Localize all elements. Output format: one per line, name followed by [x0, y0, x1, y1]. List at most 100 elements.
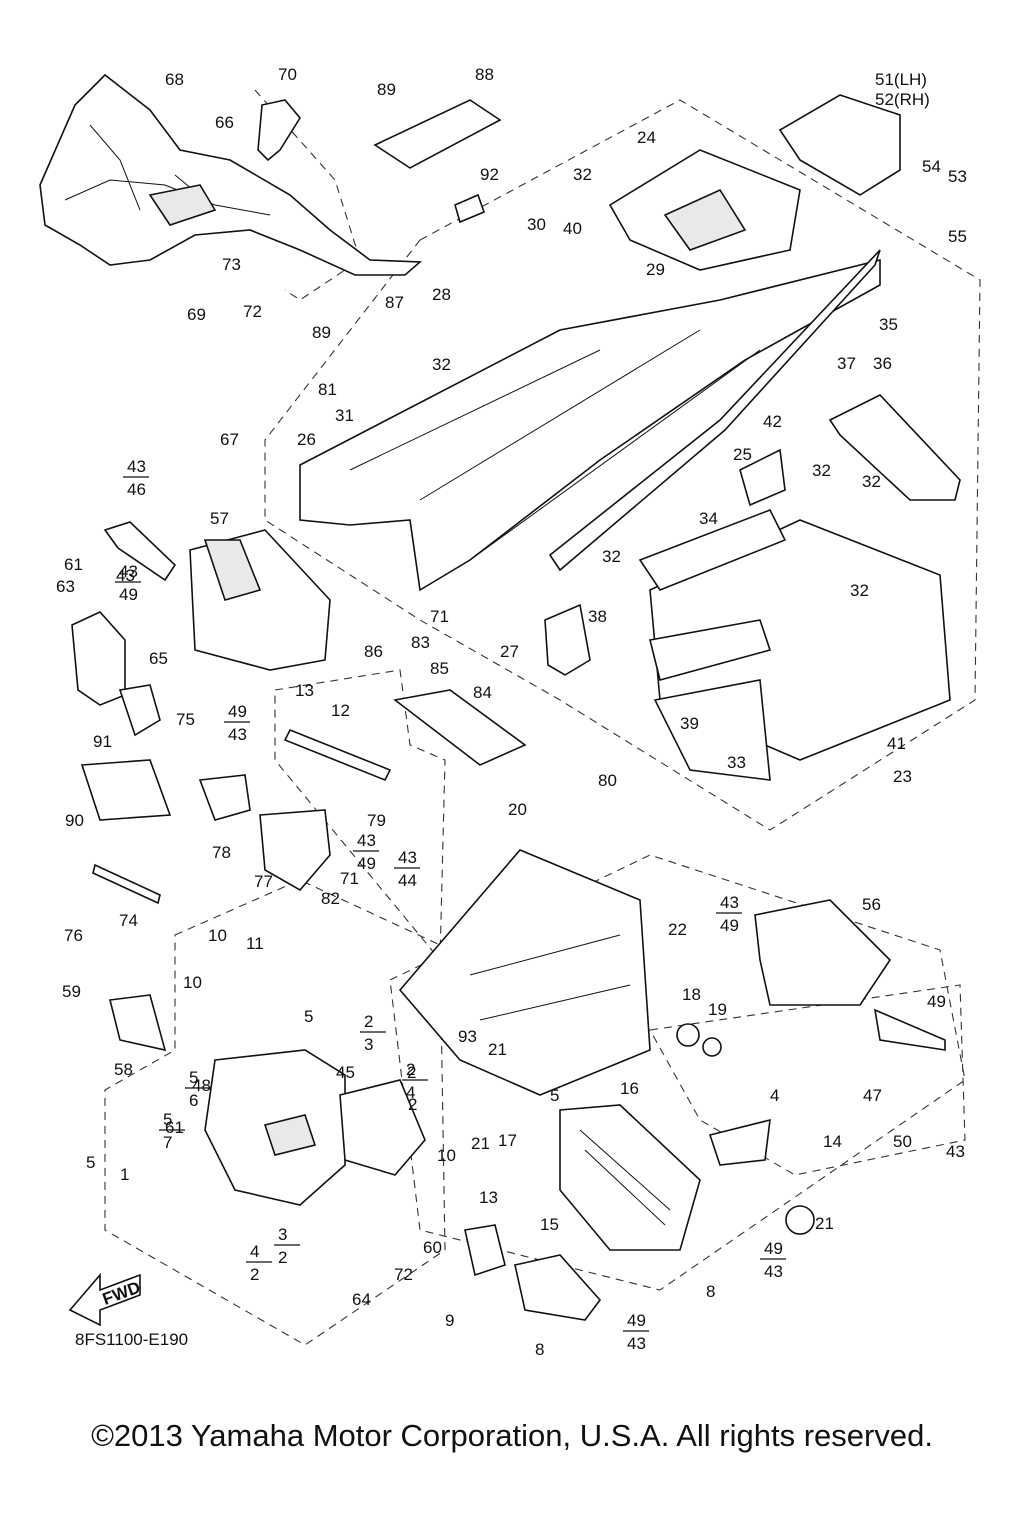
callout-38: 38: [588, 607, 607, 626]
fraction-bottom: 43: [627, 1334, 646, 1353]
callout-64: 64: [352, 1290, 371, 1309]
fraction-top: 43: [119, 562, 138, 581]
bracket-45: [873, 1008, 946, 1051]
guard-47: [708, 1118, 771, 1166]
callout-18: 18: [682, 985, 701, 1004]
radiator-14: [559, 1104, 701, 1251]
callout-35: 35: [879, 315, 898, 334]
fraction-top: 49: [764, 1239, 783, 1258]
callout-19: 19: [708, 1000, 727, 1019]
callout-60: 60: [423, 1238, 442, 1257]
bar-35: [828, 394, 961, 501]
fwd-label: FWD: [100, 1278, 143, 1309]
fraction-bottom: 49: [720, 916, 739, 935]
label-92: [454, 193, 486, 224]
callout-72: 72: [243, 302, 262, 321]
assembly-boundaries: [104, 89, 981, 1346]
callout-31: 31: [335, 406, 354, 425]
callout-66: 66: [215, 113, 234, 132]
rod-74: [92, 863, 161, 905]
callout-79: 79: [367, 811, 386, 830]
callout-75: 75: [176, 710, 195, 729]
plate-39: [649, 619, 772, 681]
callout-20: 20: [508, 800, 527, 819]
fraction-callout-3-2: 32: [274, 1225, 300, 1267]
callout-65: 65: [149, 649, 168, 668]
callout-15: 15: [540, 1215, 559, 1234]
copyright-notice: ©2013 Yamaha Motor Corporation, U.S.A. A…: [91, 1418, 933, 1453]
callout-8: 8: [706, 1282, 715, 1301]
tunnel-frame: [299, 258, 881, 592]
bracket-70: [257, 99, 301, 162]
fraction-bottom: 2: [278, 1248, 287, 1267]
callout-90: 90: [65, 811, 84, 830]
callout-12: 12: [331, 701, 350, 720]
callout-10: 10: [437, 1146, 456, 1165]
plate-88: [373, 99, 502, 169]
fraction-top: 5: [189, 1068, 198, 1087]
callout-43: 43: [116, 566, 135, 585]
fraction-bottom: 4: [406, 1083, 415, 1102]
callout-29: 29: [646, 260, 665, 279]
steering-post-57: [189, 529, 331, 671]
callout-32: 32: [602, 547, 621, 566]
callout-37: 37: [837, 354, 856, 373]
bracket-56-boundary: [649, 984, 966, 1176]
callout-49: 49: [927, 992, 946, 1011]
callout-68: 68: [165, 70, 184, 89]
fraction-top: 2: [364, 1012, 373, 1031]
callout-74: 74: [119, 911, 138, 930]
callout-5: 5: [304, 1007, 313, 1026]
callout-51lh: 51(LH): [875, 70, 927, 89]
callout-2: 2: [408, 1095, 417, 1114]
callout-83: 83: [411, 633, 430, 652]
callout-82: 82: [321, 889, 340, 908]
callout-33: 33: [727, 753, 746, 772]
bracket-64: [464, 1224, 506, 1277]
callout-54: 54: [922, 157, 941, 176]
callout-25: 25: [733, 445, 752, 464]
callout-73: 73: [222, 255, 241, 274]
heat-exchanger-23: [649, 519, 951, 781]
callout-48: 48: [192, 1076, 211, 1095]
fraction-bottom: 44: [398, 871, 417, 890]
callout-14: 14: [823, 1132, 842, 1151]
callout-32: 32: [862, 472, 881, 491]
callout-26: 26: [297, 430, 316, 449]
fraction-top: 2: [406, 1060, 415, 1079]
callout-57: 57: [210, 509, 229, 528]
callout-78: 78: [212, 843, 231, 862]
callout-86: 86: [364, 642, 383, 661]
fraction-callout-2-3: 23: [360, 1012, 386, 1054]
callout-87: 87: [385, 293, 404, 312]
callout-17: 17: [498, 1131, 517, 1150]
callout-24: 24: [637, 128, 656, 147]
bearing-18: [676, 1023, 700, 1047]
fraction-top: 3: [278, 1225, 287, 1244]
fraction-bottom: 7: [163, 1133, 172, 1152]
callout-45: 45: [336, 1063, 355, 1082]
plate-24: [608, 149, 801, 271]
fraction-bottom: 49: [119, 585, 138, 604]
callout-5: 5: [86, 1153, 95, 1172]
callout-76: 76: [64, 926, 83, 945]
callout-71: 71: [430, 607, 449, 626]
fraction-callout-4-2: 42: [246, 1242, 272, 1284]
callout-13: 13: [295, 681, 314, 700]
callout-67: 67: [220, 430, 239, 449]
callout-32: 32: [573, 165, 592, 184]
callout-72: 72: [394, 1265, 413, 1284]
fraction-bottom: 49: [357, 854, 376, 873]
ring-19: [702, 1037, 722, 1057]
callout-10: 10: [183, 973, 202, 992]
callout-27: 27: [500, 642, 519, 661]
bracket-34: [638, 508, 787, 591]
callout-4: 4: [770, 1086, 779, 1105]
fraction-bottom: 46: [127, 480, 146, 499]
bracket-42: [739, 448, 786, 507]
callout-55: 55: [948, 227, 967, 246]
